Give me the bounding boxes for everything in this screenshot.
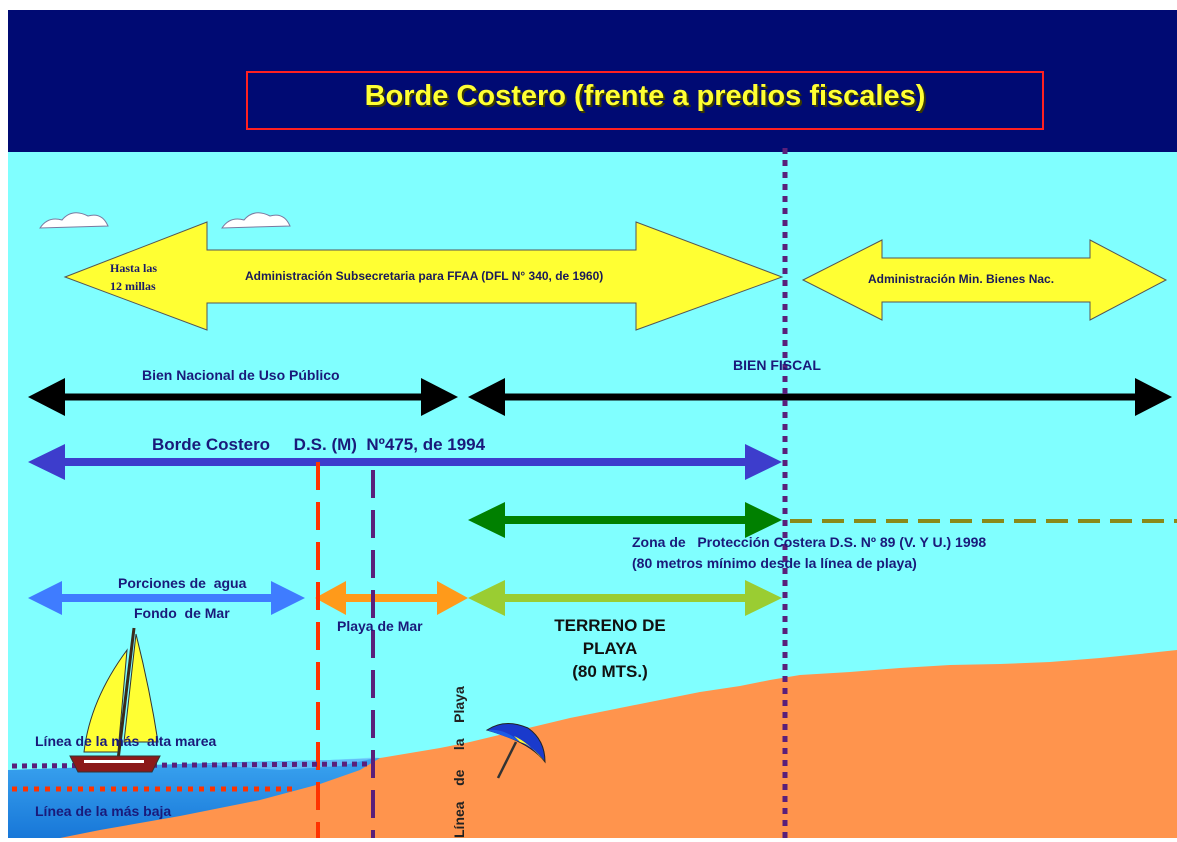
terreno-playa-arrow [468,580,782,616]
cloud-icon [221,212,291,229]
baja-marea-label: Línea de la más baja [35,803,172,819]
terreno-playa-label-2: PLAYA [582,639,638,658]
zona-proteccion-label-2: (80 metros mínimo desde la línea de play… [632,555,917,571]
sea-water [8,758,380,838]
zona-proteccion-arrow [468,502,782,538]
subsecretaria-arrow [63,221,784,331]
alta-marea-label: Línea de la más alta marea [35,733,217,749]
hasta-millas-label-2: 12 millas [110,279,156,293]
bien-nacional-label: Bien Nacional de Uso Público [142,367,340,383]
borde-costero-label: Borde Costero D.S. (M) Nº475, de 1994 [152,435,486,454]
playa-mar-arrow [315,581,468,615]
playa-mar-label: Playa de Mar [337,618,423,634]
title-box [246,71,1044,130]
terreno-playa-label-1: TERRENO DE [554,616,666,635]
page-title: Borde Costero (frente a predios fiscales… [364,80,926,112]
sailboat-icon [69,627,161,773]
hasta-millas-label-1: Hasta las [110,261,158,275]
terreno-playa-label-3: (80 MTS.) [572,662,648,681]
linea-playa-label: Línea de la Playa [451,686,467,838]
bienes-nac-label: Administración Min. Bienes Nac. [868,272,1055,286]
porciones-agua-arrow [28,581,305,615]
alta-marea-dotted-line [11,761,373,769]
bienes-nac-arrow [801,239,1168,321]
subsecretaria-label: Administración Subsecretaria para FFAA (… [245,269,604,283]
bien-fiscal-label: BIEN FISCAL [733,357,821,373]
bien-nacional-arrow [28,378,458,416]
cloud-icon [39,212,109,229]
bien-fiscal-arrow [468,378,1172,416]
beach-sand [8,650,1177,838]
zona-proteccion-label-1: Zona de Protección Costera D.S. Nº 89 (V… [632,534,987,550]
beach-umbrella-icon [485,723,546,779]
porciones-agua-label: Porciones de agua [118,575,247,591]
fondo-mar-label: Fondo de Mar [134,605,230,621]
borde-costero-arrow [28,444,782,480]
